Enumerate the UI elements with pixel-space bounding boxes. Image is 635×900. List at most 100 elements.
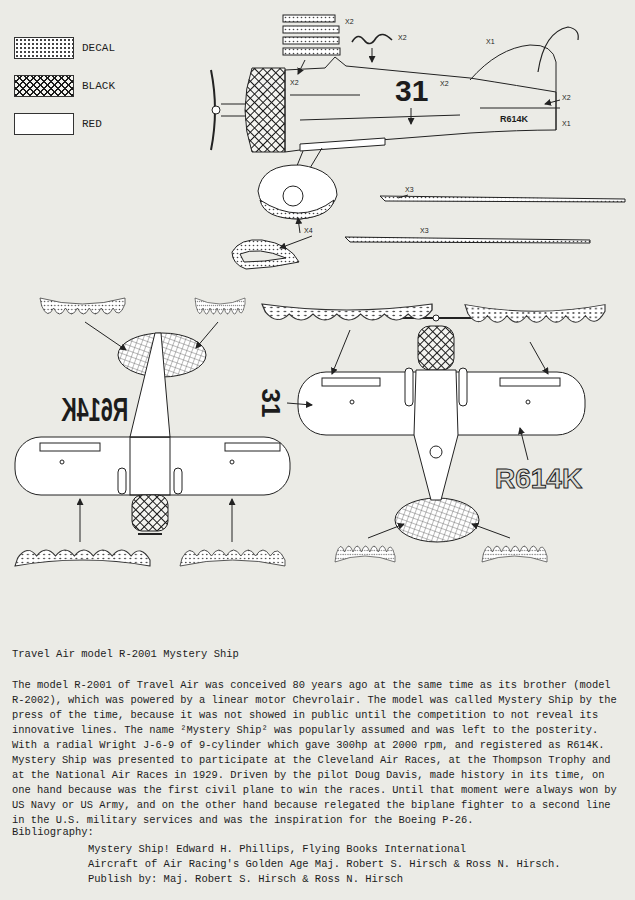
top-view-part [368,524,404,538]
callout-number: X1 [562,120,571,128]
side-view-part [283,15,335,22]
underside-view-part [174,468,182,494]
top-view-part [335,546,395,562]
aircraft-illustration [0,0,635,640]
underside-view-part [130,333,170,437]
underside-view [15,298,290,566]
side-view-part [480,108,560,109]
legend-text: BLACK [82,80,115,93]
legend-swatch [14,37,74,59]
side-view-part [411,108,412,124]
bibliography-entry: Publish by: Maj. Robert S. Hirsch & Ross… [88,873,403,885]
side-view-part [300,115,460,120]
top-view-part [530,342,548,374]
side-view-part [545,100,560,104]
top-view-part [482,546,547,562]
registration-outline: R614K [495,464,582,494]
callout-number: X2 [562,94,571,102]
underside-view-part [132,495,168,531]
underside-view-part [232,499,233,542]
legend-text: DECAL [82,42,115,55]
underside-view-part [195,298,245,314]
underside-view-part [40,298,125,314]
callout-number: X1 [486,38,495,46]
underside-view-part [15,550,150,566]
underside-view-part [180,550,285,566]
underside-view-part [118,468,126,494]
callout-number: X3 [420,227,429,235]
callout-number: X2 [345,18,354,26]
side-view-part [283,37,339,44]
underside-view-part [225,443,280,451]
underside-view-part [80,499,81,542]
side-view-part [283,26,339,33]
top-view-part [332,330,350,374]
side-view-part [298,60,305,74]
bibliography-heading: Bibliography: [12,826,94,838]
legend-swatch [14,75,74,97]
top-view-part [322,378,380,386]
side-view-part [470,45,556,130]
underside-view-part [15,437,290,495]
underside-view-part [230,460,234,464]
top-view-part [395,498,479,542]
legend-swatch [14,113,74,135]
top-view-part [526,400,530,404]
underside-view-part [130,437,170,495]
underside-view-part [85,322,126,350]
side-view-part [285,57,556,152]
side-view-part [290,95,360,96]
side-view-part [538,27,578,72]
top-view-part [433,315,439,321]
top-view-part [472,524,510,538]
side-view-part [212,106,220,114]
side-view-part [260,200,334,219]
side-view-part [221,104,248,116]
side-view-part [245,68,285,152]
underside-view-part [196,322,218,348]
callout-number: X2 [398,34,407,42]
side-view-part [300,138,385,151]
side-view-part [280,236,312,248]
callout-number: X4 [304,227,313,235]
callout-number: X2 [290,79,299,87]
top-view-part [418,326,454,370]
top-view-part [500,378,560,386]
bibliography-entry: Aircraft of Air Racing's Golden Age Maj.… [88,858,561,870]
top-view-part [350,400,354,404]
top-view-part [405,368,413,406]
side-view [211,15,625,269]
callout-number: X2 [440,80,449,88]
top-view-part [520,428,528,460]
side-view-part [283,186,303,206]
side-view-part [380,196,625,202]
top-view [262,304,605,562]
race-number: 31 [395,76,428,106]
top-view-part [459,368,467,406]
top-view-part [414,370,458,500]
side-view-part [298,218,300,233]
side-view-part [372,48,373,62]
description-paragraph: The model R-2001 of Travel Air was conce… [12,678,626,738]
side-view-part [352,34,392,43]
callout-number: X3 [405,186,414,194]
top-view-part [287,403,312,405]
top-view-part [262,304,432,320]
side-view-part [398,195,408,198]
description-paragraph: With a radial Wright J-6-9 of 9-cylinder… [12,738,626,828]
underside-view-part [60,460,64,464]
registration: R614K [500,114,528,124]
top-view-part [465,305,605,323]
side-view-part [345,237,590,243]
registration-mirrored: R614K [61,391,128,428]
title-text: Travel Air model R-2001 Mystery Ship [12,648,239,660]
bibliography-entry: Mystery Ship! Edward H. Phillips, Flying… [88,843,466,855]
top-view-part [430,446,442,458]
side-view-part [258,165,337,219]
side-view-part [283,48,340,55]
race-number: 31 [257,389,285,418]
underside-view-part [40,443,100,451]
legend-text: RED [82,118,102,131]
underside-view-part [138,533,162,535]
